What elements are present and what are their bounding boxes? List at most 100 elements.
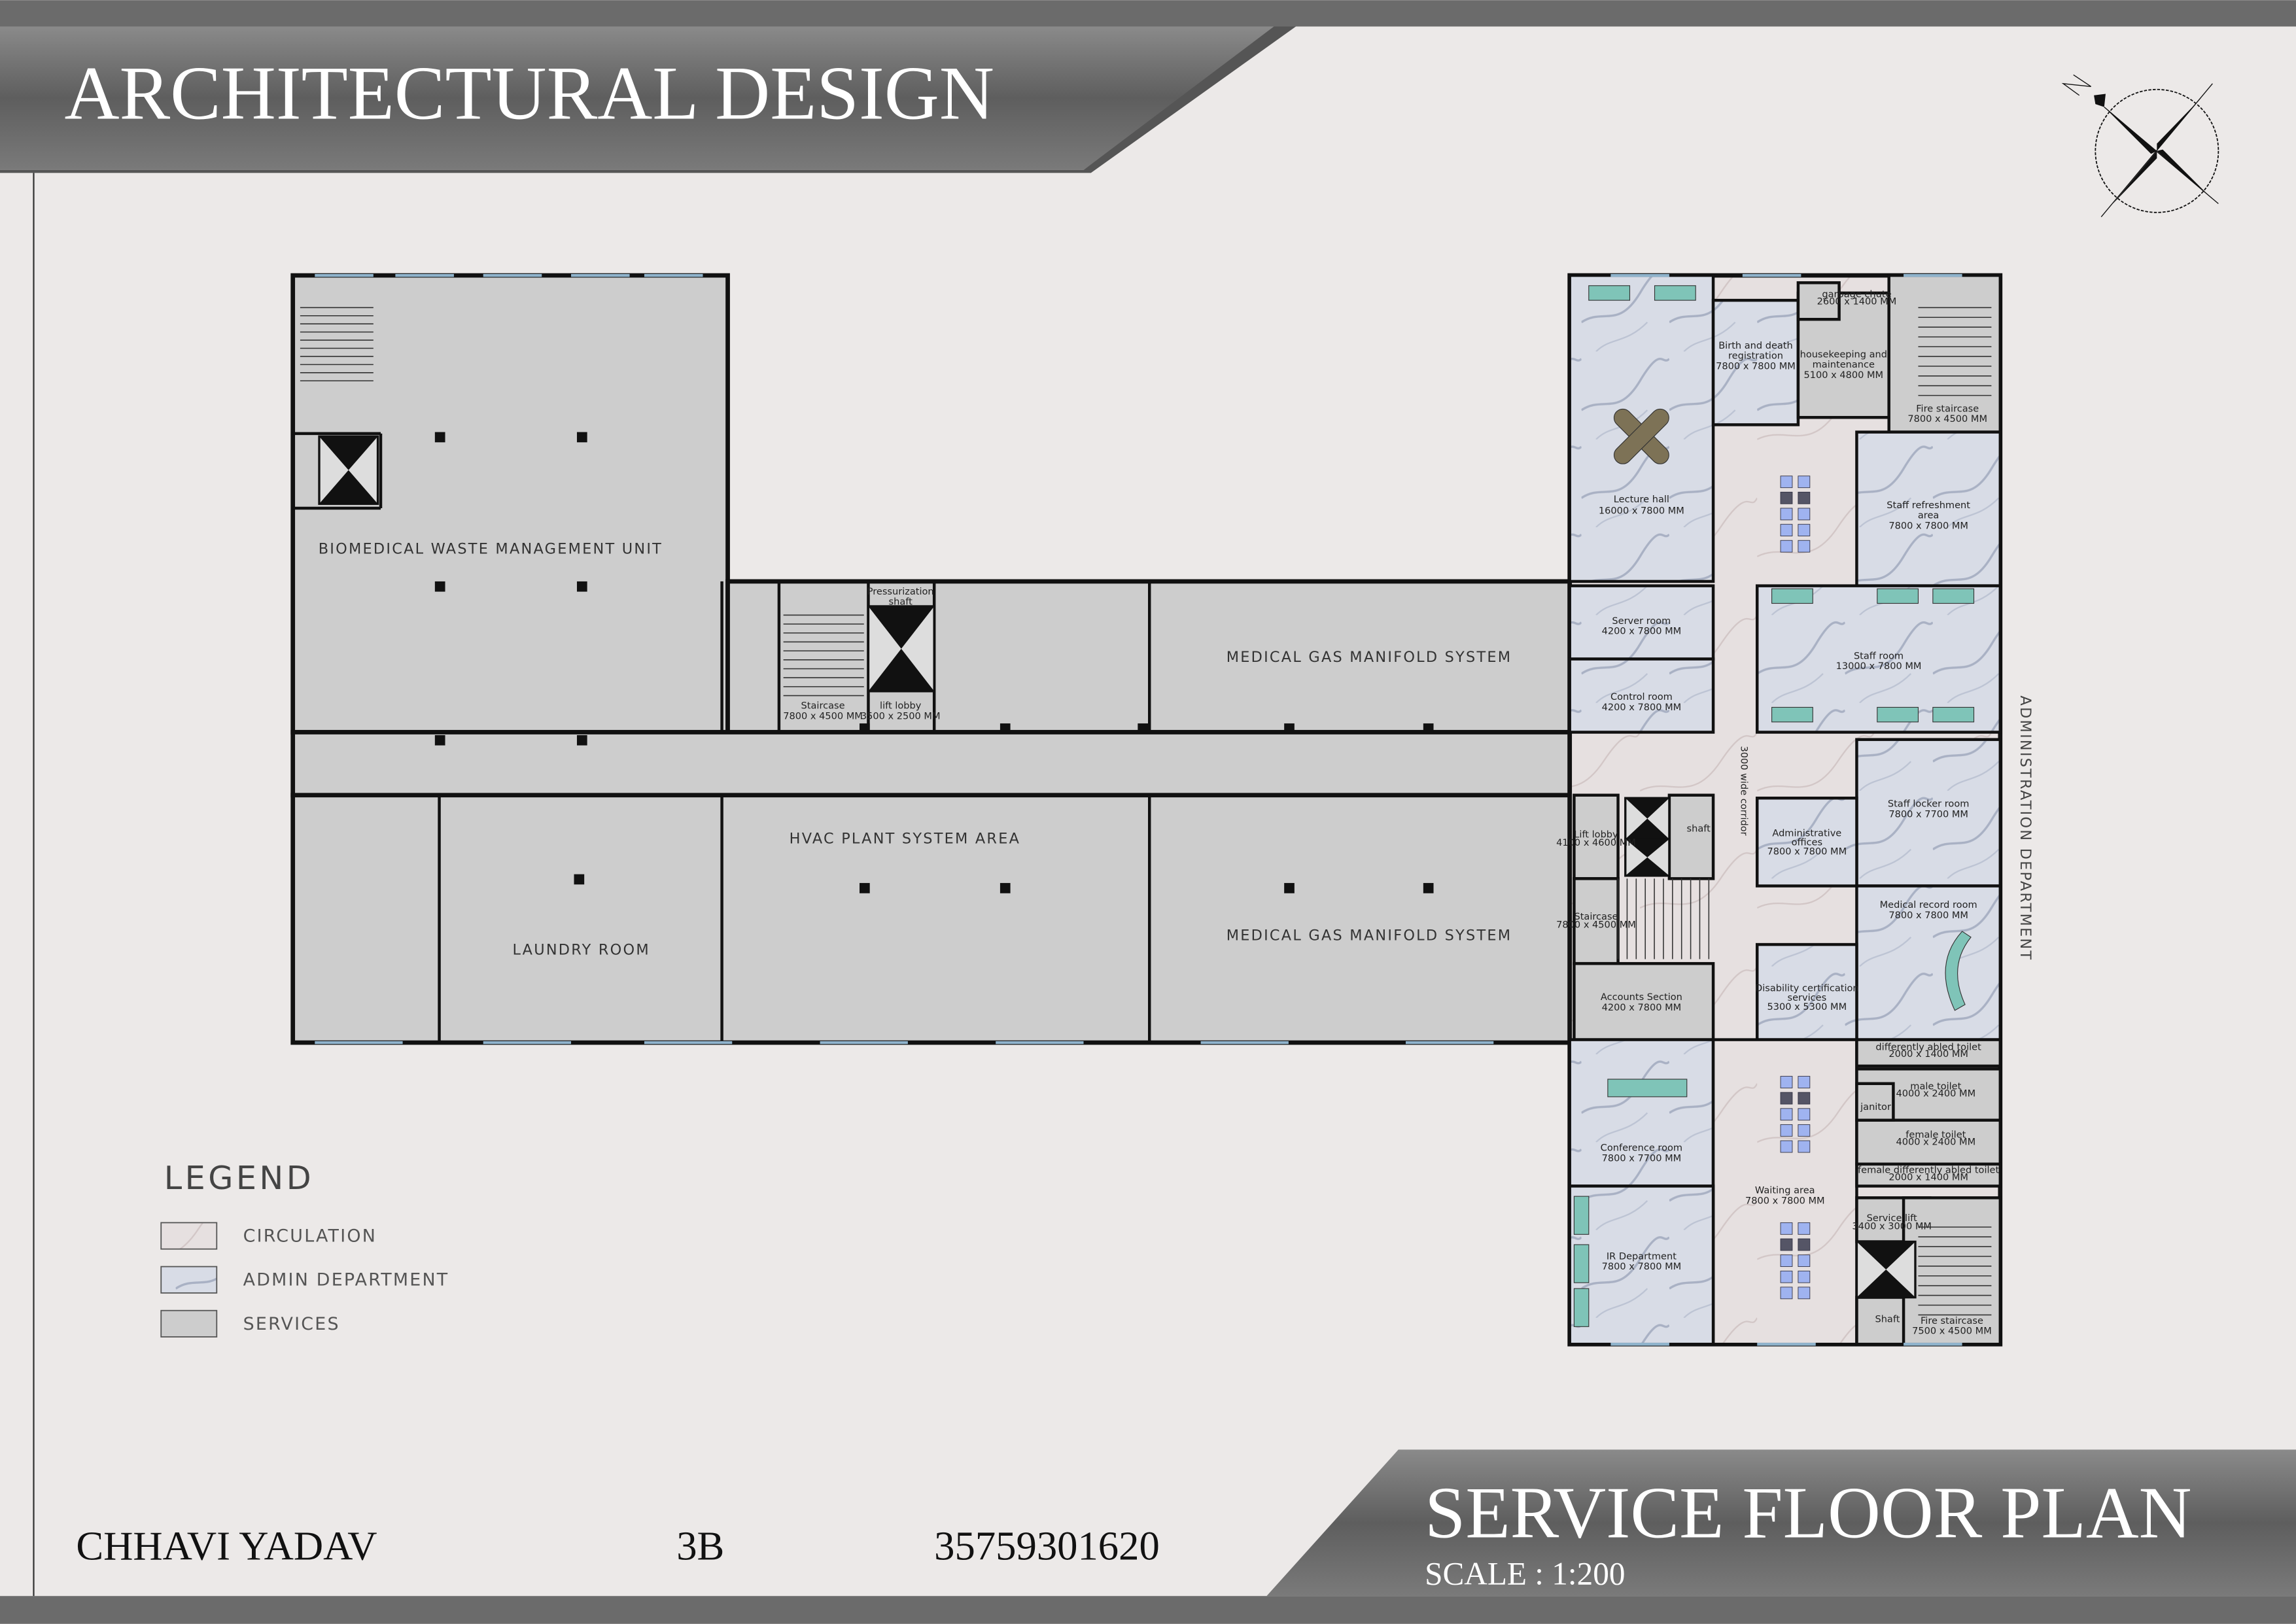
column — [1423, 883, 1434, 893]
chair-icon — [1798, 540, 1811, 553]
legend-label: ADMIN DEPARTMENT — [243, 1270, 449, 1290]
legend-swatch — [160, 1222, 218, 1250]
bottom-bar — [0, 1596, 2296, 1624]
room-outline — [1855, 884, 2002, 1041]
furniture-icon — [1607, 1079, 1688, 1097]
room-label: 3000 wide corridor — [1739, 746, 1750, 835]
room-outline — [1755, 942, 1858, 1041]
chair-icon — [1780, 491, 1793, 504]
room-outline — [1855, 1118, 2002, 1166]
lift-shaft-icon — [1624, 797, 1671, 840]
header-banner — [0, 26, 1281, 170]
lift-shaft-icon — [867, 605, 935, 693]
lift-shaft-icon — [318, 435, 379, 505]
room-outline — [1855, 1038, 2002, 1068]
zone-label: BIOMEDICAL WASTE MANAGEMENT UNIT — [319, 540, 663, 557]
chair-icon — [1780, 1140, 1793, 1153]
furniture-icon — [1932, 706, 1975, 723]
staircase-icon — [1918, 307, 1992, 396]
lecture-table-icon — [1613, 408, 1669, 464]
room-outline — [1755, 796, 1858, 888]
chair-icon — [1798, 1222, 1811, 1235]
chair-icon — [1780, 1238, 1793, 1251]
legend-swatch — [160, 1309, 218, 1338]
room-outline — [1568, 584, 1715, 661]
chair-icon — [1798, 1140, 1811, 1153]
room-label: janitor — [1860, 1101, 1891, 1113]
staircase-icon — [783, 614, 864, 697]
floor-plan — [290, 273, 2003, 1347]
staircase-icon — [1617, 878, 1710, 959]
column — [576, 432, 587, 443]
column — [434, 432, 445, 443]
column — [1000, 723, 1011, 734]
chair-icon — [1780, 1092, 1793, 1105]
scale-label: SCALE : 1:200 — [1425, 1555, 1625, 1591]
chair-icon — [1798, 1092, 1811, 1105]
north-letter-icon — [2061, 74, 2091, 96]
room-outline — [1568, 657, 1715, 734]
room-outline — [1902, 1196, 2002, 1346]
column — [860, 883, 870, 893]
chair-icon — [1780, 508, 1793, 521]
chair-icon — [1780, 1287, 1793, 1300]
room-outline — [1855, 1082, 1895, 1122]
furniture-icon — [1573, 1196, 1590, 1235]
chair-icon — [1780, 1124, 1793, 1137]
service-area — [290, 730, 1573, 798]
chair-icon — [1780, 540, 1793, 553]
column — [434, 581, 445, 592]
room-outline — [1568, 1184, 1715, 1346]
header-title: ARCHITECTURAL DESIGN — [64, 52, 994, 136]
room-outline — [1855, 1162, 2002, 1188]
chair-icon — [1798, 1238, 1811, 1251]
room-outline — [1796, 281, 1841, 321]
zone-label: HVAC PLANT SYSTEM AREA — [790, 831, 1020, 848]
title-banner — [1266, 1449, 2296, 1597]
chair-icon — [1780, 1222, 1793, 1235]
column — [576, 734, 587, 746]
furniture-icon — [1588, 285, 1631, 301]
chair-icon — [1798, 508, 1811, 521]
furniture-icon — [1877, 588, 1919, 604]
room-outline — [1711, 298, 1800, 426]
furniture-icon — [1877, 706, 1919, 723]
chair-icon — [1798, 491, 1811, 504]
service-area — [290, 793, 1573, 1045]
room-outline — [1667, 793, 1715, 880]
class-label: 3B — [676, 1523, 724, 1568]
column — [1423, 723, 1434, 734]
chair-icon — [1780, 1270, 1793, 1283]
chair-icon — [1798, 1254, 1811, 1268]
chair-icon — [1798, 1076, 1811, 1088]
column — [1284, 883, 1295, 893]
chair-icon — [1798, 524, 1811, 536]
legend-label: SERVICES — [243, 1314, 340, 1334]
column — [1000, 883, 1011, 893]
zone-label: MEDICAL GAS MANIFOLD SYSTEM — [1226, 927, 1512, 944]
drawing-title: SERVICE FLOOR PLAN — [1425, 1473, 2191, 1554]
